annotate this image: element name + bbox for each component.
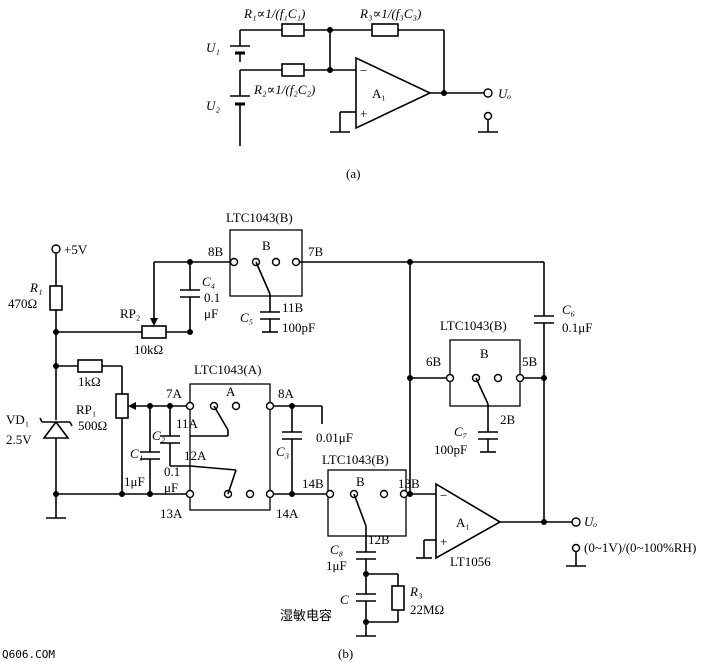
label-c1-name: C₁ — [130, 446, 143, 461]
label-output-range: (0~1V)/(0~100%RH) — [584, 540, 696, 555]
label-pin-14a: 14A — [276, 506, 299, 521]
label-rp2-name: RP₂ — [120, 306, 140, 321]
label-pin-13a: 13A — [160, 506, 183, 521]
label-c7-value: 100pF — [434, 442, 467, 457]
label-c5-name: C₅ — [240, 310, 253, 325]
svg-text:−: − — [440, 488, 447, 503]
label-pin-11b: 11B — [282, 300, 304, 315]
label-uo: Uₒ — [498, 86, 511, 101]
svg-text:+: + — [440, 534, 447, 549]
label-sensor: 湿敏电容 — [280, 608, 332, 623]
figure-a: − + R₁∝1/(f₁C₁) R₂∝1/(f₂C₂) R₃∝1/(f₃C₃) … — [206, 6, 511, 181]
label-u2: U₂ — [206, 98, 220, 113]
label-c2-value-2: μF — [164, 480, 178, 495]
label-c8-value: 1μF — [326, 558, 347, 573]
label-r1-value: 470Ω — [8, 296, 37, 311]
resistor-r3-b-icon — [391, 585, 405, 611]
label-uo-b: Uₒ — [584, 514, 597, 529]
label-c8-name: C₈ — [330, 542, 344, 557]
terminal-uo-b-icon — [571, 517, 581, 527]
label-pin-5b: 5B — [522, 354, 538, 369]
switch-ltc1043a — [189, 383, 271, 511]
label-pin-7a: 7A — [166, 386, 183, 401]
label-c5-value: 100pF — [282, 320, 315, 335]
label-switch-b-right: B — [480, 346, 489, 361]
resistor-r2-icon — [281, 63, 305, 77]
label-ltc-a: LTC1043(A) — [194, 362, 261, 377]
terminal-5v-icon — [51, 244, 61, 254]
battery-u2-icon — [230, 69, 282, 146]
label-switch-b-top: B — [262, 238, 271, 253]
opamp-lt1056-icon: − + — [435, 482, 502, 560]
label-pin-2b: 2B — [500, 412, 516, 427]
label-r3-name: R₃ — [409, 584, 422, 599]
label-vplus: +5V — [64, 242, 88, 257]
label-r1: R₁∝1/(f₁C₁) — [243, 6, 305, 21]
resistor-r1-icon — [281, 23, 305, 37]
label-vd1-name: VD₁ — [6, 412, 29, 427]
terminal-uo-a-icon — [483, 88, 493, 98]
label-pin-13b: 13B — [398, 476, 420, 491]
caption-a: (a) — [346, 166, 360, 181]
label-ltc-b-right: LTC1043(B) — [440, 318, 507, 333]
resistor-r1-b-icon — [49, 285, 63, 311]
label-vd1-value: 2.5V — [6, 432, 32, 447]
figure-b: − + +5V R₁ 470Ω VD₁ 2.5V RP₂ 10kΩ 1kΩ RP… — [6, 210, 696, 661]
switch-ltc1043b-mid — [327, 469, 407, 537]
label-c7-name: C₇ — [454, 424, 468, 439]
label-pin-12a: 12A — [184, 448, 207, 463]
label-1k: 1kΩ — [78, 374, 101, 389]
label-c1-value: 1μF — [124, 474, 145, 489]
label-ltc-b-top: LTC1043(B) — [226, 210, 293, 225]
label-pin-6b: 6B — [426, 354, 442, 369]
label-opamp: A₁ — [456, 515, 470, 530]
label-c-name: C — [340, 592, 349, 607]
resistor-r3-icon — [371, 23, 399, 37]
label-c4-name: C₄ — [202, 274, 216, 289]
label-switch-b-mid: B — [356, 474, 365, 489]
zener-vd1-icon — [39, 417, 73, 439]
label-pin-11a: 11A — [176, 416, 199, 431]
resistor-1k-icon — [77, 359, 103, 373]
label-rp1-name: RP₁ — [76, 402, 96, 417]
label-r2: R₂∝1/(f₂C₂) — [253, 82, 315, 97]
watermark: Q606.COM — [2, 648, 55, 661]
opamp-a1-icon: − + — [355, 56, 432, 130]
label-pin-8a: 8A — [278, 386, 295, 401]
label-r3: R₃∝1/(f₃C₃) — [359, 6, 421, 21]
label-c6-name: C₆ — [562, 302, 575, 317]
label-c4-value-1: 0.1 — [204, 290, 220, 305]
label-c4-value-2: μF — [204, 306, 218, 321]
battery-u1-icon — [230, 29, 282, 62]
label-c3-value: 0.01μF — [316, 430, 353, 445]
label-a1: A₁ — [372, 86, 386, 101]
label-pin-7b: 7B — [308, 244, 324, 259]
label-r3-value: 22MΩ — [410, 602, 444, 617]
label-pin-8b: 8B — [208, 244, 224, 259]
svg-text:−: − — [360, 63, 367, 78]
label-rp2-value: 10kΩ — [134, 342, 163, 357]
switch-ltc1043b-right — [449, 339, 521, 407]
label-switch-a: A — [226, 384, 236, 399]
label-c3-name: C₃ — [276, 444, 289, 459]
label-c2-name: C₂ — [152, 428, 166, 443]
label-pin-12b: 12B — [368, 532, 390, 547]
potentiometer-rp2-icon — [141, 325, 167, 339]
label-c2-value-1: 0.1 — [164, 464, 180, 479]
caption-b: (b) — [338, 646, 353, 661]
potentiometer-rp1-icon — [115, 393, 129, 419]
label-opamp-part: LT1056 — [450, 554, 491, 569]
label-rp1-value: 500Ω — [78, 418, 107, 433]
label-ltc-b-mid: LTC1043(B) — [322, 452, 389, 467]
svg-text:+: + — [360, 106, 367, 121]
label-u1: U₁ — [206, 40, 220, 55]
label-c6-value: 0.1μF — [562, 320, 592, 335]
label-pin-14b: 14B — [302, 476, 324, 491]
label-r1-name: R₁ — [29, 280, 42, 295]
